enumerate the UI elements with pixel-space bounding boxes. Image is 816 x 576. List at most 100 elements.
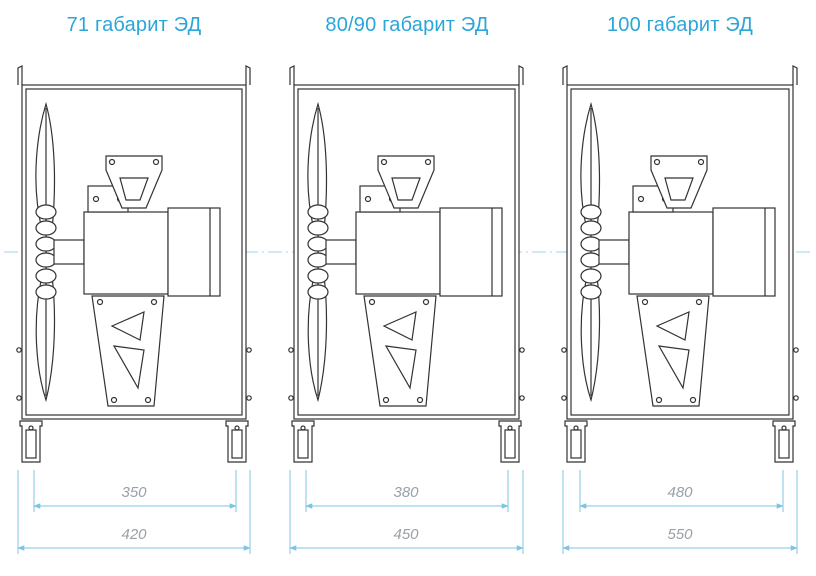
fan-hub-ring (580, 236, 602, 252)
bracket-bolt (380, 158, 388, 166)
lower-bracket-cutout-top (110, 311, 145, 341)
unit-title-71: 71 габарит ЭД (66, 14, 202, 36)
lower-bracket (636, 295, 710, 407)
fan-blade-lower (307, 275, 328, 403)
motor-end-cap (167, 207, 221, 297)
lower-bracket-bolt (641, 298, 649, 306)
dimension-outer-100: 550 (667, 526, 693, 543)
foot-bolt (28, 425, 34, 431)
lower-bracket-bolt (144, 396, 152, 404)
lower-bracket (91, 295, 165, 407)
mounting-foot (564, 420, 588, 463)
unit-title-100: 100 габарит ЭД (606, 14, 754, 36)
terminal-screw (92, 195, 100, 203)
lower-bracket (363, 295, 437, 407)
dimension-inner-80-90: 380 (393, 484, 419, 501)
fan-hub-ring (35, 268, 57, 284)
top-lip-left (562, 65, 568, 85)
upper-bracket (650, 155, 708, 209)
housing-inner-edge (25, 88, 243, 416)
upper-bracket-slot (664, 177, 694, 201)
lower-bracket-bolt (422, 298, 430, 306)
lower-bracket-cutout-bottom (384, 345, 417, 390)
top-lip-left (17, 65, 23, 85)
fan-hub-ring (580, 268, 602, 284)
fan-blade-lower (35, 275, 56, 403)
fan-unit-80-90 (288, 65, 525, 554)
fan-hub-ring (580, 220, 602, 236)
fan-hub-ring (580, 204, 602, 220)
side-bolt-right (246, 347, 252, 353)
motor-body (355, 211, 441, 295)
lower-bracket-cutout-top (655, 311, 690, 341)
foot-bolt (781, 425, 787, 431)
fan-hub-ring (307, 204, 329, 220)
dimension-inner-100: 480 (667, 484, 693, 501)
fan-hub-ring (35, 284, 57, 300)
fan-hub-ring (35, 236, 57, 252)
fan-shaft (53, 239, 85, 265)
motor-body (628, 211, 714, 295)
lower-bracket-bolt (96, 298, 104, 306)
lower-bracket-cutout-bottom (112, 345, 145, 390)
top-lip-right (518, 65, 524, 85)
lower-bracket-bolt (368, 298, 376, 306)
bracket-bolt (653, 158, 661, 166)
fan-hub-ring (35, 252, 57, 268)
motor-end-cap (712, 207, 776, 297)
housing-inner-edge (570, 88, 790, 416)
top-lip-right (792, 65, 798, 85)
side-bolt-right (519, 395, 525, 401)
terminal-screw (364, 195, 372, 203)
fan-hub-ring (35, 220, 57, 236)
upper-bracket (105, 155, 163, 209)
upper-bracket (377, 155, 435, 209)
lower-bracket-bolt (150, 298, 158, 306)
dimension-inner-71: 350 (121, 484, 147, 501)
bracket-bolt (108, 158, 116, 166)
terminal-screw (637, 195, 645, 203)
side-bolt-right (519, 347, 525, 353)
fan-hub-ring (307, 284, 329, 300)
fan-hub-ring (580, 252, 602, 268)
fan-hub-ring (35, 204, 57, 220)
fan-hub-ring (580, 284, 602, 300)
lower-bracket-bolt (110, 396, 118, 404)
fan-unit-71 (16, 65, 252, 554)
lower-bracket-cutout-top (382, 311, 417, 341)
side-bolt-left (288, 395, 294, 401)
fan-unit-100 (561, 65, 799, 554)
fan-hub-ring (307, 236, 329, 252)
mounting-foot (772, 420, 796, 463)
fan-blade-lower (580, 275, 601, 403)
lower-bracket-bolt (655, 396, 663, 404)
lower-bracket-bolt (695, 298, 703, 306)
lower-bracket-cutout-bottom (657, 345, 690, 390)
lower-bracket-bolt (382, 396, 390, 404)
side-bolt-left (16, 395, 22, 401)
motor-body (83, 211, 169, 295)
side-bolt-left (561, 395, 567, 401)
motor-end-cap (439, 207, 503, 297)
bracket-bolt (697, 158, 705, 166)
lower-bracket-bolt (689, 396, 697, 404)
side-bolt-right (793, 347, 799, 353)
side-bolt-left (288, 347, 294, 353)
bracket-bolt (424, 158, 432, 166)
fan-blade-upper (307, 101, 328, 231)
unit-title-80-90: 80/90 габарит ЭД (325, 14, 489, 36)
fan-hub-ring (307, 220, 329, 236)
fan-shaft (598, 239, 630, 265)
side-bolt-left (561, 347, 567, 353)
dimension-outer-80-90: 450 (393, 526, 419, 543)
upper-bracket-slot (119, 177, 149, 201)
fan-shaft (325, 239, 357, 265)
mounting-foot (19, 420, 43, 463)
fan-blade-upper (580, 101, 601, 231)
bracket-bolt (152, 158, 160, 166)
side-bolt-right (246, 395, 252, 401)
fan-blade-upper (35, 101, 56, 231)
lower-bracket-bolt (416, 396, 424, 404)
top-lip-right (245, 65, 251, 85)
